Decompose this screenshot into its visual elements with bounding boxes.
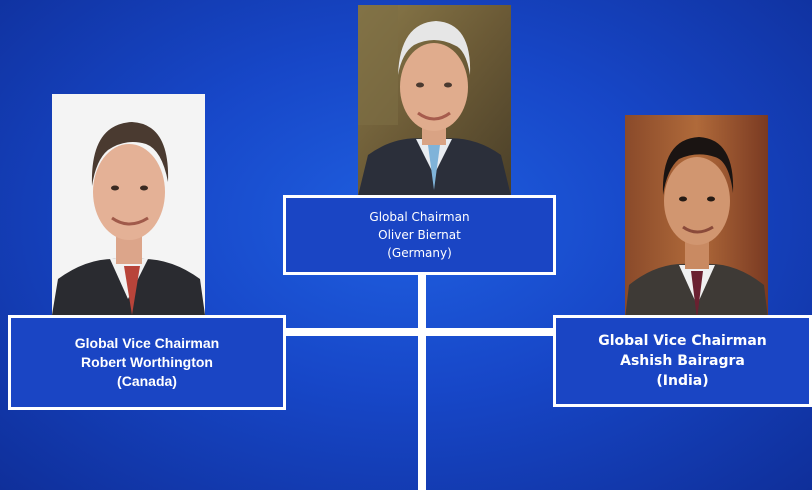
photo-ashish-bairagra (625, 115, 768, 319)
vertical-connector (418, 275, 426, 490)
node-role: Global Vice Chairman (74, 335, 220, 351)
node-global-vice-chairman-canada: Global Vice Chairman Robert Worthington … (8, 315, 286, 410)
horizontal-connector (285, 328, 557, 336)
node-person-name: Robert Worthington (81, 354, 213, 370)
node-person-name: Ashish Bairagra (620, 353, 745, 369)
photo-robert-worthington (52, 94, 205, 315)
node-role: Global Chairman (369, 210, 470, 224)
node-global-vice-chairman-india: Global Vice Chairman Ashish Bairagra (In… (553, 315, 812, 407)
node-country: (Canada) (117, 373, 177, 389)
photo-oliver-biernat (358, 5, 511, 196)
node-country: (Germany) (387, 246, 452, 260)
node-global-chairman: Global Chairman Oliver Biernat (Germany) (283, 195, 556, 275)
node-role: Global Vice Chairman (598, 333, 767, 349)
node-country: (India) (656, 373, 709, 389)
node-person-name: Oliver Biernat (378, 228, 461, 242)
